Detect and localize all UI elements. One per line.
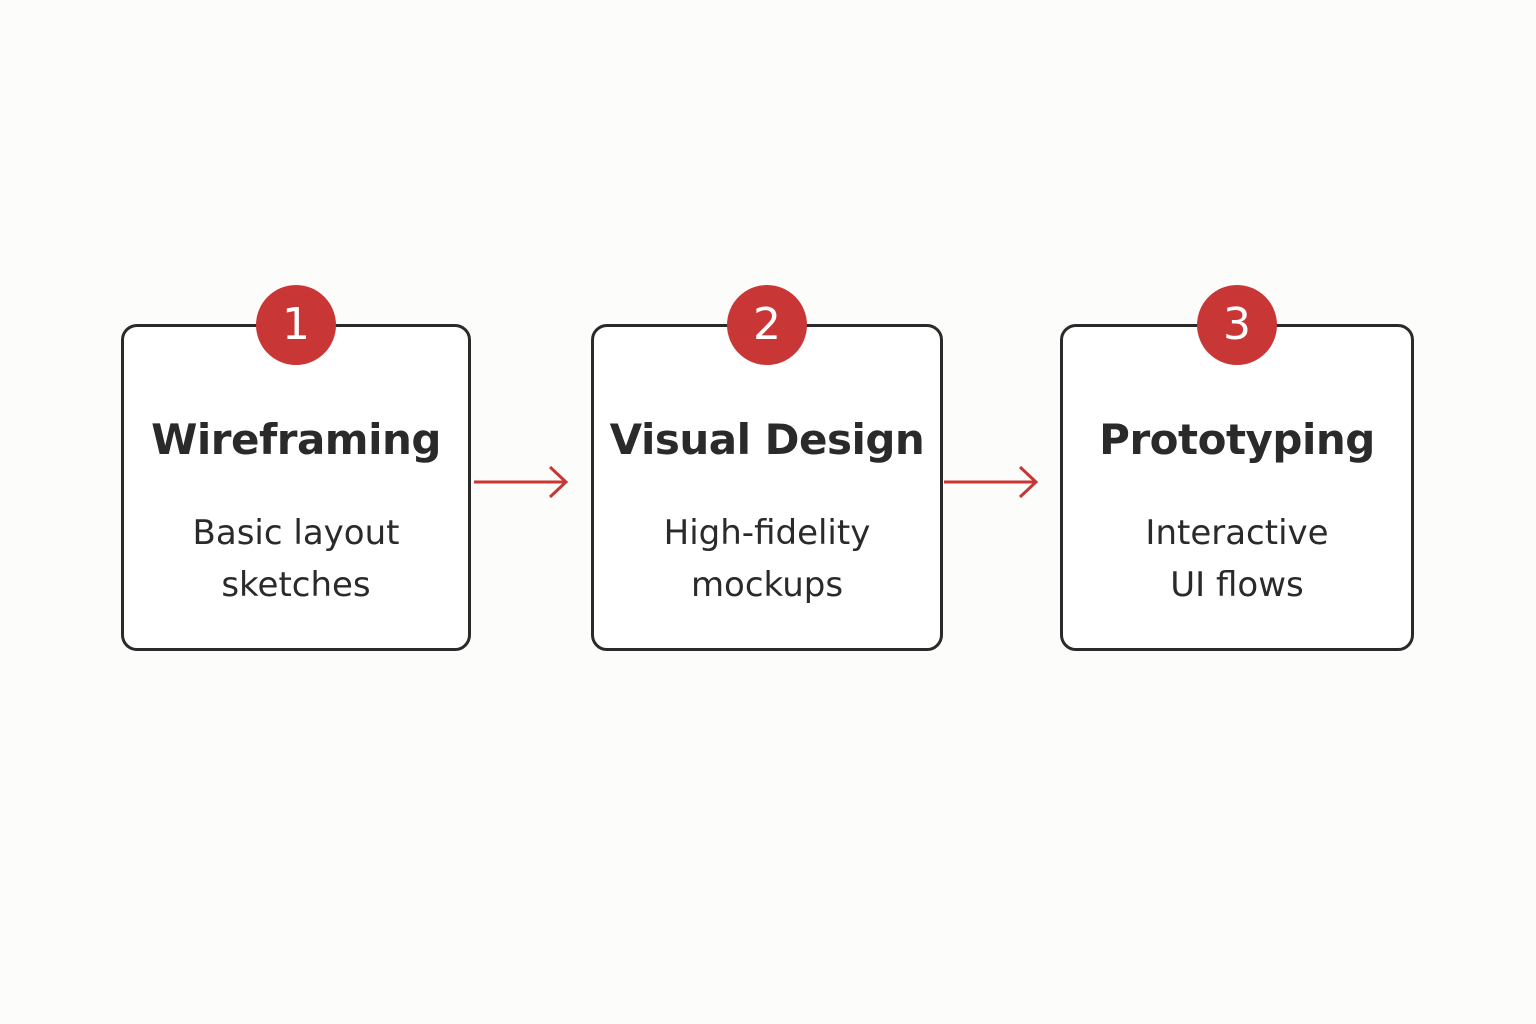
- arrow-right-icon: [944, 465, 1039, 499]
- step-description-line: UI flows: [1170, 565, 1304, 605]
- step-number-badge: 2: [727, 285, 807, 365]
- arrow-right-icon: [474, 465, 569, 499]
- step-description-line: Basic layout: [192, 513, 400, 553]
- step-title: Wireframing: [151, 415, 441, 464]
- step-card-prototyping: 3 Prototyping Interactive UI flows: [1060, 285, 1414, 651]
- step-description: High-fidelity mockups: [614, 507, 920, 611]
- step-card-wireframing: 1 Wireframing Basic layout sketches: [121, 285, 471, 651]
- step-title: Prototyping: [1099, 415, 1375, 464]
- step-description-line: High-fidelity: [663, 513, 871, 553]
- step-title: Visual Design: [609, 415, 925, 464]
- step-description: Interactive UI flows: [1083, 507, 1391, 611]
- step-description-line: mockups: [690, 565, 844, 605]
- step-description-line: sketches: [221, 565, 371, 605]
- step-description-line: Interactive: [1145, 513, 1329, 553]
- step-card-visual-design: 2 Visual Design High-fidelity mockups: [591, 285, 943, 651]
- step-description: Basic layout sketches: [144, 507, 448, 611]
- step-number-badge: 3: [1197, 285, 1277, 365]
- step-number-badge: 1: [256, 285, 336, 365]
